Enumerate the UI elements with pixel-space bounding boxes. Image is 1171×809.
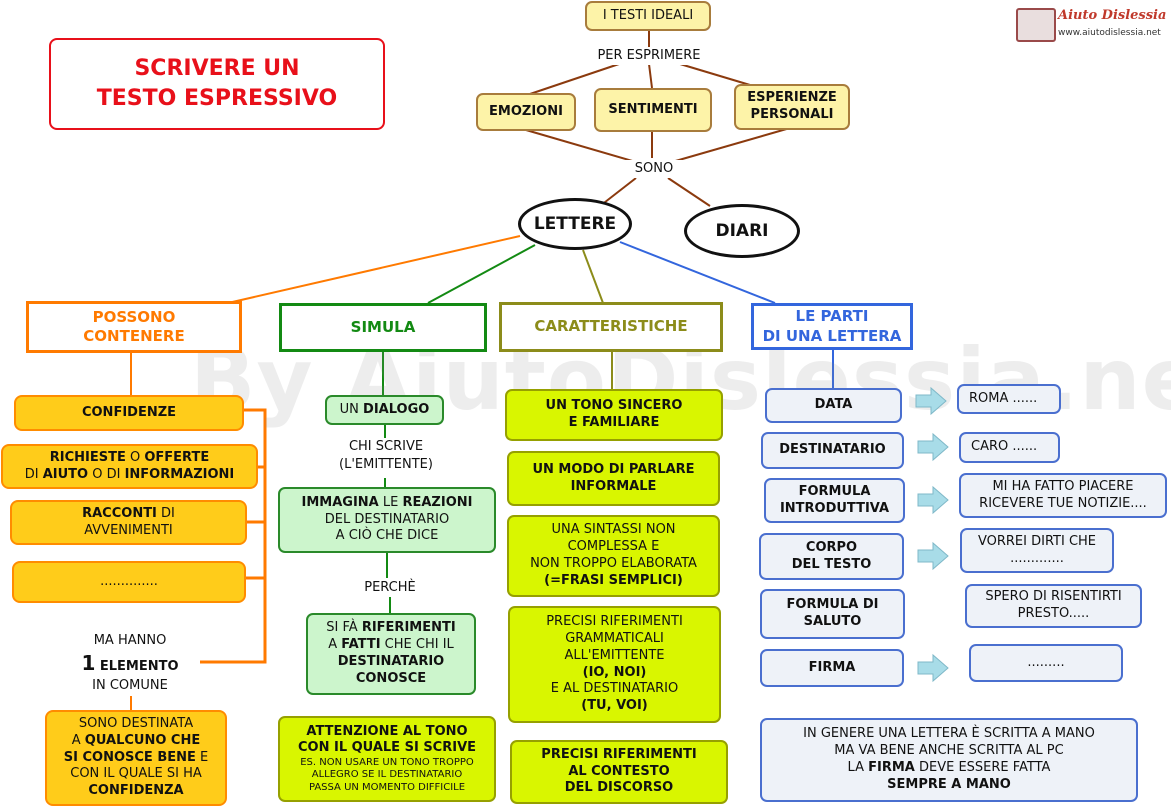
- possono-contenere-header: POSSONO CONTENERE: [26, 301, 242, 353]
- confidenze-node: CONFIDENZE: [14, 395, 244, 431]
- example-saluto: SPERO DI RISENTIRTI PRESTO.....: [965, 584, 1142, 628]
- logo-name: Aiuto Dislessia: [1058, 8, 1167, 23]
- title-line-1: SCRIVERE UN: [134, 56, 300, 82]
- testi-ideali-node: I TESTI IDEALI: [585, 1, 711, 31]
- sintassi-node: UNA SINTASSI NON COMPLESSA E NON TROPPO …: [507, 515, 720, 597]
- riferimenti-contesto-node: PRECISI RIFERIMENTI AL CONTESTO DEL DISC…: [510, 740, 728, 804]
- firma-node: FIRMA: [760, 649, 904, 687]
- formula-introduttiva-node: FORMULA INTRODUTTIVA: [764, 478, 905, 523]
- emozioni-node: EMOZIONI: [476, 93, 576, 131]
- example-introduttiva: MI HA FATTO PIACERE RICEVERE TUE NOTIZIE…: [959, 473, 1167, 518]
- data-node: DATA: [765, 388, 902, 423]
- nota-firma-node: IN GENERE UNA LETTERA È SCRITTA A MANO M…: [760, 718, 1138, 802]
- title-line-2: TESTO ESPRESSIVO: [96, 86, 338, 111]
- example-firma: .........: [969, 644, 1123, 682]
- perche-label: PERCHÈ: [350, 579, 430, 597]
- arrow-right-icon: [917, 432, 949, 462]
- arrow-right-icon: [915, 386, 947, 416]
- ma-hanno-label: MA HANNO 1 ELEMENTO IN COMUNE: [60, 632, 200, 695]
- dots-node: ..............: [12, 561, 246, 603]
- sono-label: SONO: [625, 160, 683, 178]
- arrow-right-icon: [917, 485, 949, 515]
- example-caro: CARO ......: [959, 432, 1060, 463]
- example-corpo: VORREI DIRTI CHE .............: [960, 528, 1114, 573]
- tono-sincero-node: UN TONO SINCERO E FAMILIARE: [505, 389, 723, 441]
- corpo-testo-node: CORPO DEL TESTO: [759, 533, 904, 580]
- arrow-right-icon: [917, 541, 949, 571]
- riferimenti-fatti-node: SI FÀ RIFERIMENTI A FATTI CHE CHI IL DES…: [306, 613, 476, 695]
- richieste-node: RICHIESTE O OFFERTE DI AIUTO O DI INFORM…: [1, 444, 258, 489]
- destinatario-node: DESTINATARIO: [761, 432, 904, 469]
- sentimenti-node: SENTIMENTI: [594, 88, 712, 132]
- dialogo-node: UN DIALOGO: [325, 395, 444, 425]
- destinata-node: SONO DESTINATA A QUALCUNO CHE SI CONOSCE…: [45, 710, 227, 806]
- racconti-node: RACCONTI DI AVVENIMENTI: [10, 500, 247, 545]
- logo: Aiuto Dislessia www.aiutodislessia.net: [1016, 6, 1166, 42]
- logo-url: www.aiutodislessia.net: [1058, 28, 1161, 38]
- per-esprimere-label: PER ESPRIMERE: [584, 47, 714, 65]
- attenzione-tono-node: ATTENZIONE AL TONO CON IL QUALE SI SCRIV…: [278, 716, 496, 802]
- formula-saluto-node: FORMULA DI SALUTO: [760, 589, 905, 639]
- diari-oval: DIARI: [684, 204, 800, 258]
- page-title: SCRIVERE UN TESTO ESPRESSIVO: [49, 38, 385, 130]
- lettere-oval: LETTERE: [518, 198, 632, 250]
- book-icon: [1016, 8, 1056, 42]
- caratteristiche-header: CARATTERISTICHE: [499, 302, 723, 352]
- modo-parlare-node: UN MODO DI PARLARE INFORMALE: [507, 451, 720, 506]
- immagina-node: IMMAGINA LE REAZIONI DEL DESTINATARIO A …: [278, 487, 496, 553]
- chi-scrive-label: CHI SCRIVE (L'EMITTENTE): [316, 438, 456, 474]
- esperienze-personali-node: ESPERIENZE PERSONALI: [734, 84, 850, 130]
- example-roma: ROMA ......: [957, 384, 1061, 414]
- riferimenti-grammaticali-node: PRECISI RIFERIMENTI GRAMMATICALI ALL'EMI…: [508, 606, 721, 723]
- parti-lettera-header: LE PARTI DI UNA LETTERA: [751, 303, 913, 350]
- arrow-right-icon: [917, 653, 949, 683]
- simula-header: SIMULA: [279, 303, 487, 352]
